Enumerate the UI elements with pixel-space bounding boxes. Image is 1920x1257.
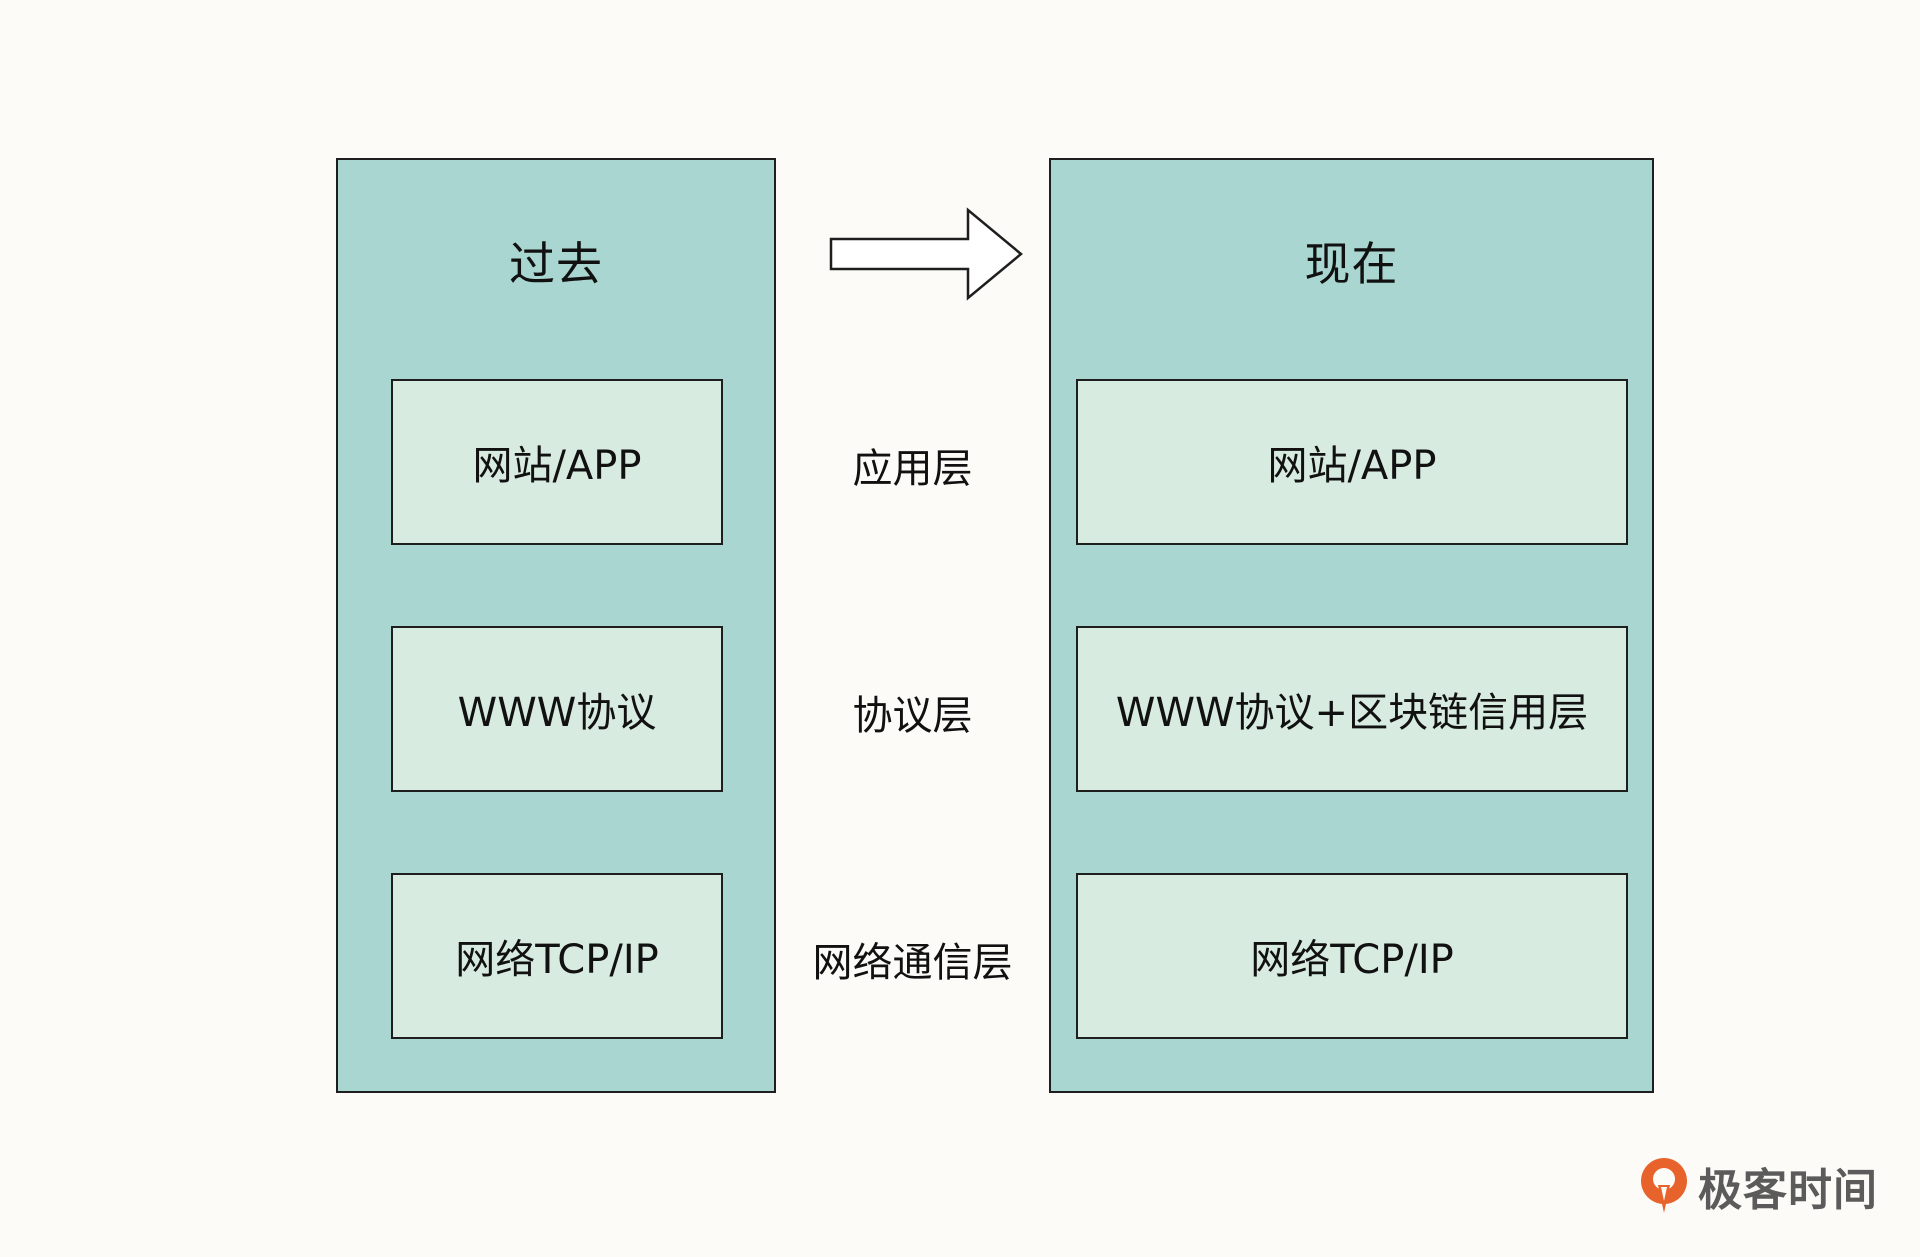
present-protocol-box: WWW协议+区块链信用层 [1076,626,1628,792]
past-column: 过去 网站/APP WWW协议 网络TCP/IP [336,158,776,1093]
protocol-layer-label: 协议层 [852,693,973,739]
logo-text: 极客时间 [1698,1165,1878,1216]
application-layer-label: 应用层 [852,446,973,492]
present-column: 现在 网站/APP WWW协议+区块链信用层 网络TCP/IP [1049,158,1654,1093]
network-layer-label: 网络通信层 [812,940,1013,986]
right-arrow-icon [829,207,1023,301]
present-application-box: 网站/APP [1076,379,1628,545]
past-network-box: 网络TCP/IP [391,873,723,1039]
past-application-box: 网站/APP [391,379,723,545]
present-title: 现在 [1304,237,1399,291]
present-network-box: 网络TCP/IP [1076,873,1628,1039]
past-title: 过去 [509,237,603,291]
geektime-logo: 极客时间 [1636,1155,1878,1217]
past-protocol-box: WWW协议 [391,626,723,792]
geektime-logo-icon [1641,1158,1687,1213]
